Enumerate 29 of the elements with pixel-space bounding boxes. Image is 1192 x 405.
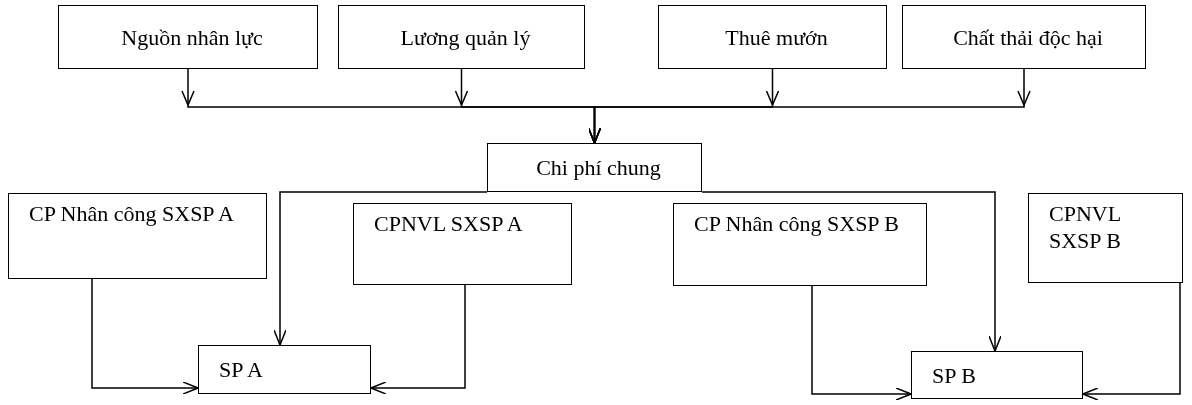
arrow <box>91 278 199 395</box>
process-box <box>338 5 585 69</box>
arrow <box>587 68 1031 144</box>
box-label: Thuê mướn <box>725 23 828 51</box>
process-box <box>1028 193 1183 283</box>
process-box <box>8 193 267 279</box>
process-box <box>673 203 927 286</box>
process-box <box>902 5 1146 69</box>
process-box <box>198 345 371 394</box>
process-box <box>487 143 702 192</box>
box-label: SP B <box>932 361 976 389</box>
box-label: SP A <box>219 356 263 383</box>
arrow <box>701 191 1002 352</box>
box-label: CP Nhân công SXSP B <box>694 210 900 237</box>
arrow <box>811 285 912 401</box>
process-box <box>58 5 318 69</box>
process-box <box>658 5 887 69</box>
process-box <box>353 203 572 285</box>
arrow <box>273 191 488 346</box>
box-label: CP Nhân công SXSP A <box>29 200 235 227</box>
box-label: CPNVL SXSP B <box>1049 200 1122 254</box>
box-label: Lương quản lý <box>400 23 531 51</box>
process-box <box>911 351 1083 399</box>
arrow <box>1082 282 1181 401</box>
box-label: Nguồn nhân lực <box>121 23 263 51</box>
box-label: CPNVL SXSP A <box>374 210 524 237</box>
box-label: Chất thải độc hại <box>953 23 1103 51</box>
arrow <box>370 284 466 395</box>
box-label: Chi phí chung <box>536 154 661 181</box>
